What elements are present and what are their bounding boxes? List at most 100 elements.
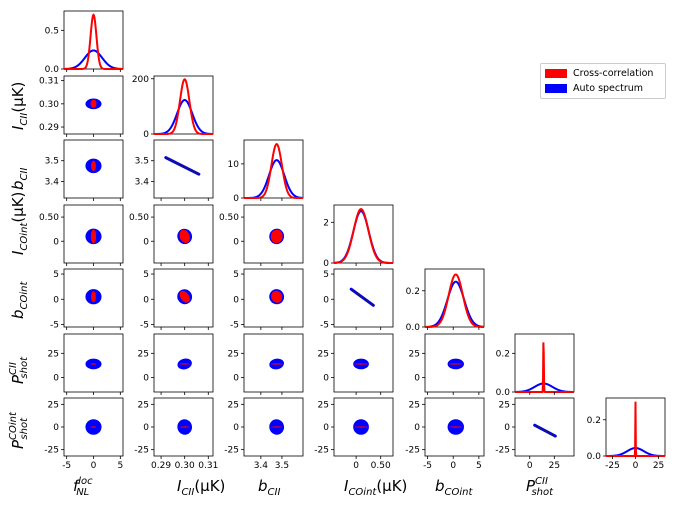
y-tick-label-r6-c6: 0.0 [587, 452, 602, 462]
y-tick-label-r2-c1: 3.5 [135, 157, 149, 167]
y-axis-label-r5: PCIIshot [8, 356, 30, 384]
y-tick-label-r3-c3: 0 [323, 259, 329, 269]
diag-curve-auto-1 [154, 99, 214, 135]
x-tick-label-c6: 0 [633, 461, 639, 471]
y-axis-label-r1: ICII(μK) [9, 82, 30, 130]
contour-cross-r4-c1 [179, 290, 190, 303]
y-tick-label-r5-c4: 0 [414, 374, 420, 384]
y-tick-label-r2-c0: 3.4 [45, 177, 60, 187]
contour-cross-r5-c0 [90, 363, 97, 365]
x-tick-label-c0: 0 [91, 461, 97, 471]
contour-cross-r6-c0 [90, 426, 97, 428]
x-tick-label-c4: -5 [423, 461, 432, 471]
y-tick-label-r5-c1: 0 [143, 374, 149, 384]
x-axis-label-c3: ICOint(μK) [344, 477, 407, 498]
x-tick-label-c3: 0.50 [371, 461, 391, 471]
y-tick-label-r6-c6: 0.2 [587, 416, 601, 426]
x-tick-label-c4: 0 [450, 461, 456, 471]
y-axis-label-r4: bCOint [9, 280, 30, 319]
contour-cross-r6-c3 [354, 426, 368, 428]
diag-curve-cross-4 [424, 273, 484, 328]
panel-frame-r4-c2 [243, 268, 304, 328]
y-tick-label-r3-c3: 2 [323, 218, 329, 228]
y-tick-label-r5-c3: 25 [318, 349, 329, 359]
panel-frame-r0-c0 [63, 10, 124, 70]
contour-cross-r5-c3 [354, 363, 368, 365]
y-tick-label-r4-c4: 0.0 [406, 323, 421, 333]
x-tick-label-c4: 5 [476, 461, 482, 471]
y-tick-label-r5-c5: 0.0 [496, 388, 511, 398]
x-tick-label-c0: -5 [62, 461, 71, 471]
diag-curve-cross-0 [64, 13, 123, 70]
y-tick-label-r1-c1: 200 [132, 75, 149, 85]
y-tick-label-r1-c1: 0 [143, 130, 149, 140]
y-tick-label-r1-c0: 0.31 [39, 77, 59, 87]
contour-cross-r4-c2 [271, 290, 283, 303]
legend-entry-auto: Auto spectrum [545, 82, 643, 94]
panel-frame-r4-c3 [333, 268, 394, 328]
y-tick-label-r6-c2: 25 [228, 400, 239, 410]
x-axis-label-c4: bCOint [435, 477, 474, 498]
panel-frame-r3-c2 [243, 204, 304, 264]
panel-frame-r5-c4 [424, 333, 485, 393]
x-tick-label-c1: 0.30 [175, 461, 195, 471]
y-tick-label-r5-c4: 25 [409, 349, 420, 359]
y-tick-label-r5-c2: 25 [228, 349, 239, 359]
contour-cross-r4-c3 [350, 288, 374, 306]
y-tick-label-r4-c2: 0 [233, 295, 239, 305]
y-tick-label-r6-c5: -25 [495, 446, 510, 456]
y-tick-label-r3-c0: 0 [53, 237, 59, 247]
y-tick-label-r2-c2: 0 [233, 194, 239, 204]
y-tick-label-r4-c2: -5 [230, 320, 239, 330]
legend-swatch-cross [545, 68, 567, 78]
y-tick-label-r6-c5: 25 [499, 400, 510, 410]
y-tick-label-r3-c1: 0.50 [129, 213, 149, 223]
y-tick-label-r6-c2: -25 [224, 446, 239, 456]
contour-cross-r3-c0 [90, 229, 97, 244]
panel-frame-r4-c1 [153, 268, 214, 328]
y-tick-label-r4-c3: 5 [323, 270, 329, 280]
contour-cross-r1-c0 [90, 99, 97, 109]
panel-frame-r5-c3 [333, 333, 394, 393]
panel-frame-r2-c2 [243, 139, 304, 199]
panel-frame-r3-c1 [153, 204, 214, 264]
y-tick-label-r4-c1: 5 [143, 270, 149, 280]
y-tick-label-r5-c1: 25 [138, 349, 149, 359]
x-tick-label-c0: 5 [117, 461, 123, 471]
y-tick-label-r6-c3: -25 [314, 446, 329, 456]
x-tick-label-c2: 3.4 [254, 461, 269, 471]
y-axis-label-r3: ICOint(μK) [9, 192, 30, 255]
contour-cross-r4-c0 [91, 291, 96, 303]
x-tick-label-c3: 0 [353, 461, 359, 471]
panel-frame-r5-c2 [243, 333, 304, 393]
contour-cross-r6-c1 [179, 426, 190, 428]
y-tick-label-r4-c4: 0.2 [406, 287, 420, 297]
diag-curve-cross-2 [244, 143, 303, 199]
panel-frame-r4-c4 [424, 268, 485, 328]
x-tick-label-c6: -25 [605, 461, 620, 471]
x-tick-label-c1: 0.29 [151, 461, 171, 471]
x-tick-label-c6: 25 [653, 461, 664, 471]
y-tick-label-r3-c0: 0.50 [39, 213, 59, 223]
panel-frame-r1-c1 [153, 75, 214, 135]
y-tick-label-r6-c0: -25 [44, 446, 59, 456]
y-tick-label-r1-c0: 0.29 [39, 123, 59, 133]
panel-frame-r5-c1 [153, 333, 214, 393]
y-tick-label-r3-c1: 0 [143, 237, 149, 247]
legend: Cross-correlation Auto spectrum [540, 63, 666, 99]
y-tick-label-r5-c2: 0 [233, 374, 239, 384]
y-tick-label-r2-c2: 10 [228, 160, 240, 170]
y-tick-label-r5-c5: 0.2 [496, 349, 510, 359]
diag-curve-cross-5 [515, 342, 574, 393]
diag-curve-auto-0 [63, 49, 124, 70]
contour-cross-r2-c0 [91, 160, 96, 172]
y-tick-label-r5-c3: 0 [323, 374, 329, 384]
y-tick-label-r3-c2: 0.50 [219, 213, 239, 223]
diag-curve-cross-3 [333, 208, 394, 264]
x-tick-label-c5: 25 [549, 461, 560, 471]
y-tick-label-r6-c1: -25 [134, 446, 149, 456]
y-tick-label-r0-c0: 0.5 [45, 26, 59, 36]
y-tick-label-r2-c0: 3.5 [45, 157, 59, 167]
legend-entry-cross: Cross-correlation [545, 67, 653, 79]
